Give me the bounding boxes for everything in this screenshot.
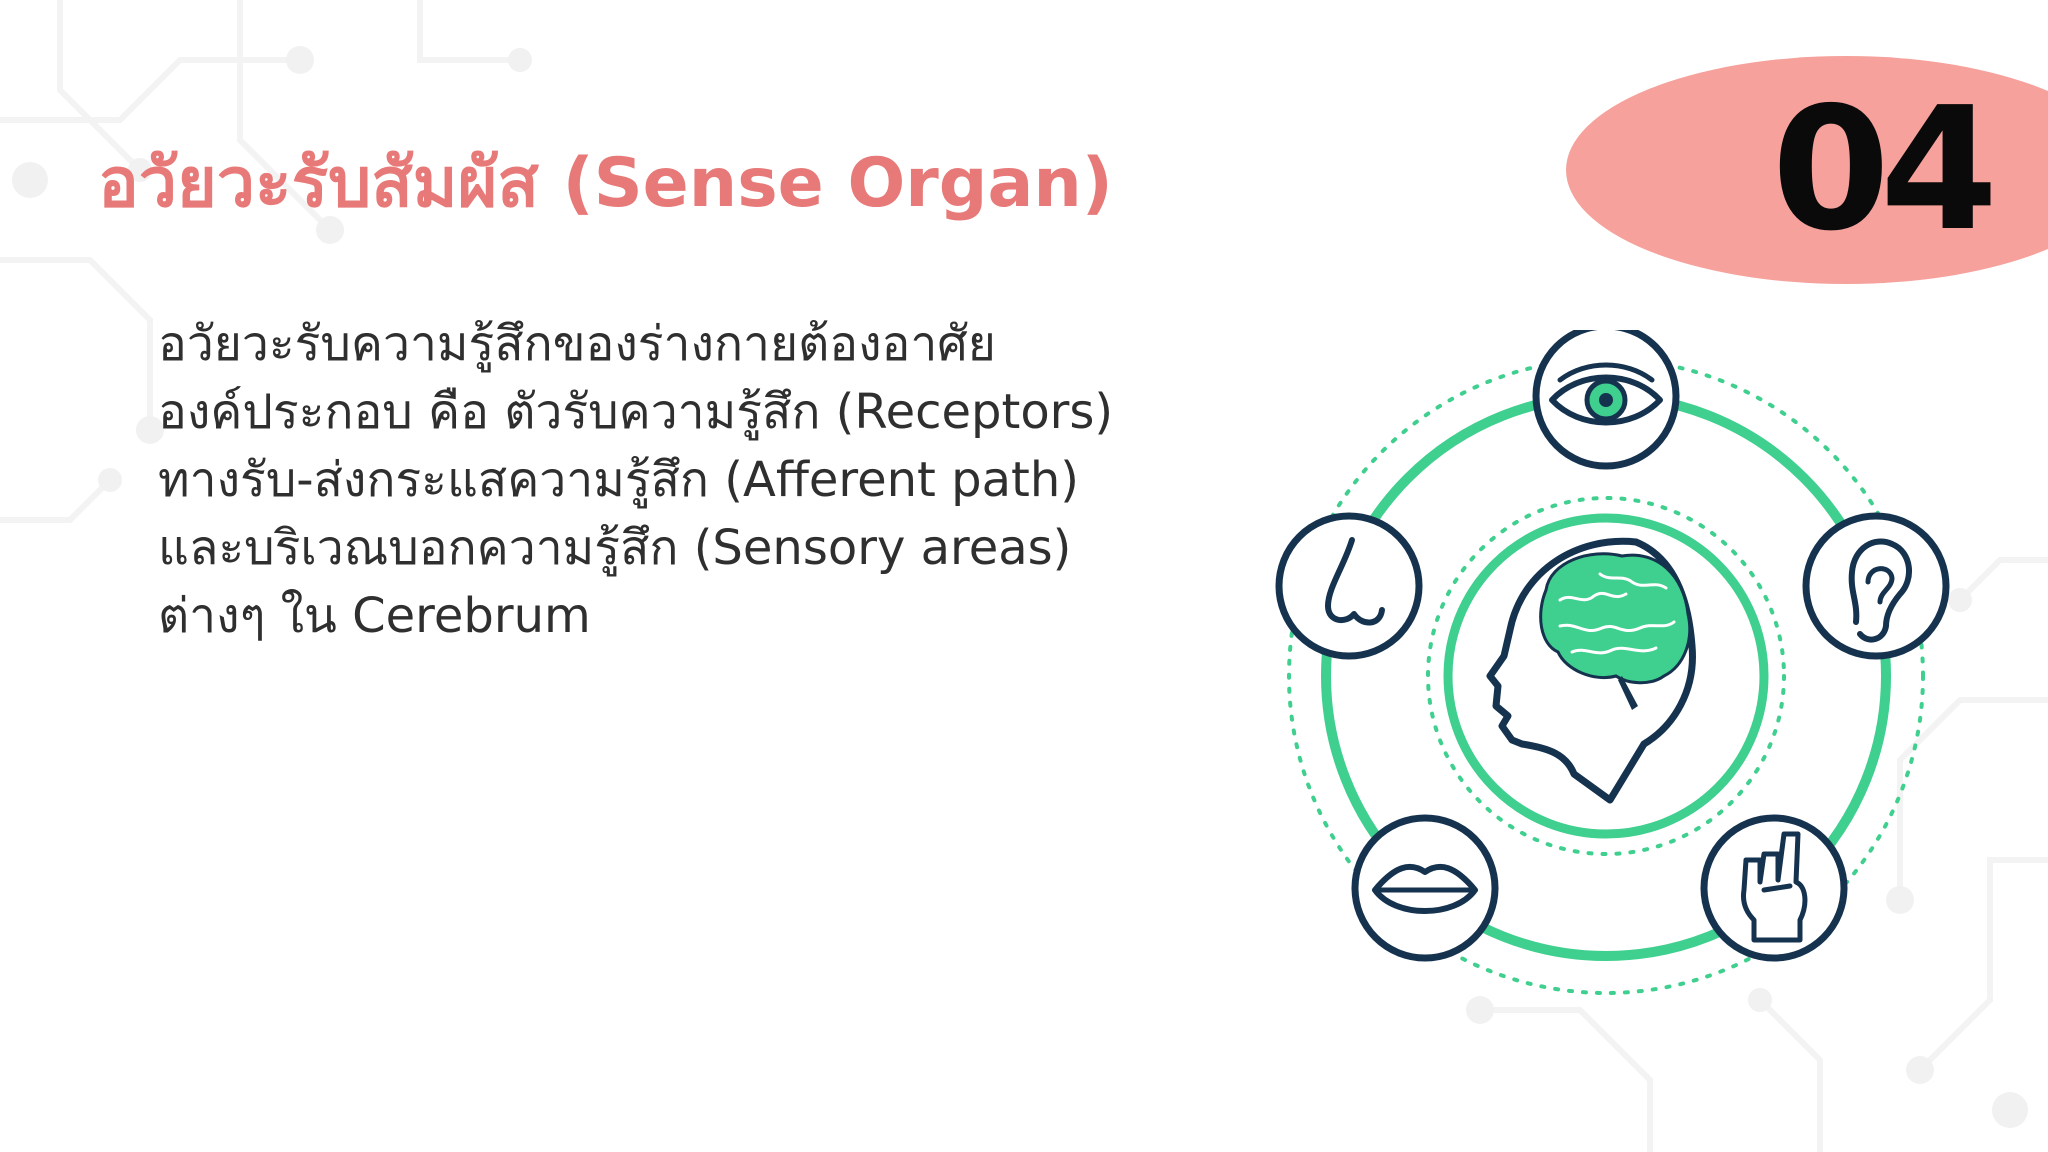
body-line: ต่างๆ ใน Cerebrum xyxy=(158,588,591,644)
inner-ring xyxy=(1443,513,1769,839)
body-line: อวัยวะรับความรู้สึกของร่างกายต้องอาศัย xyxy=(158,316,996,372)
nose-icon xyxy=(1275,512,1423,660)
eye-icon xyxy=(1532,330,1680,470)
slide-number: 04 xyxy=(1771,71,1999,269)
hand-icon xyxy=(1700,814,1848,962)
body-line: และบริเวณบอกความรู้สึก (Sensory areas) xyxy=(158,520,1072,576)
mouth-icon xyxy=(1351,814,1499,962)
body-paragraph: อวัยวะรับความรู้สึกของร่างกายต้องอาศัย อ… xyxy=(158,310,1288,650)
sense-organ-diagram xyxy=(1275,330,1950,995)
body-line: องค์ประกอบ คือ ตัวรับความรู้สึก (Recepto… xyxy=(158,384,1114,440)
outer-dotted-ring xyxy=(1287,357,1925,995)
slide-number-badge xyxy=(1566,56,2048,284)
body-line: ทางรับ-ส่งกระแสความรู้สึก (Afferent path… xyxy=(158,452,1079,508)
slide-title: อวัยวะรับสัมผัส (Sense Organ) xyxy=(98,144,1113,223)
ear-icon xyxy=(1802,512,1950,660)
inner-dotted-ring xyxy=(1426,496,1786,856)
head-brain-icon xyxy=(1486,537,1696,804)
